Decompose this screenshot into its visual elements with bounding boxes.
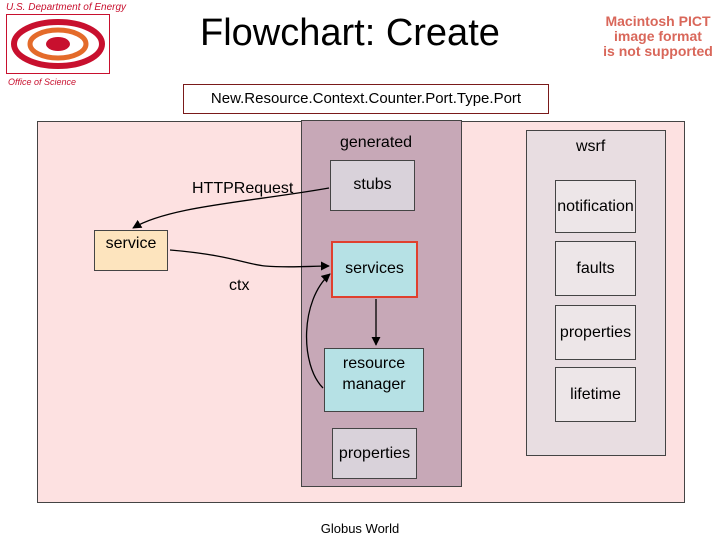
lifetime-box: lifetime: [555, 367, 636, 422]
notification-box: notification: [555, 180, 636, 233]
http-request-label: HTTPRequest: [192, 180, 294, 197]
lifetime-label: lifetime: [570, 386, 621, 403]
resource-manager-to-services-arrow: [305, 273, 331, 389]
wsrf-properties-label: properties: [559, 324, 632, 341]
stubs-label: stubs: [353, 176, 392, 193]
wsrf-properties-box: properties: [555, 305, 636, 360]
services-box: services: [331, 241, 418, 298]
service-box: service: [94, 230, 168, 271]
resource-manager-label-line: manager: [342, 376, 406, 393]
service-label: service: [105, 235, 157, 252]
generated-properties-box: properties: [332, 428, 417, 479]
resource-manager-box: resource manager: [324, 348, 424, 412]
pict-notice-line: is not supported: [603, 43, 713, 59]
http-request-arrow: [132, 187, 330, 229]
pict-unsupported-notice: Macintosh PICT image format is not suppo…: [596, 14, 720, 59]
office-label: Office of Science: [8, 77, 77, 87]
ctx-label: ctx: [229, 277, 250, 294]
office-of-science-logo: [5, 13, 111, 75]
generated-label: generated: [340, 134, 413, 151]
faults-box: faults: [555, 241, 636, 296]
faults-label: faults: [576, 260, 615, 277]
pict-notice-line: Macintosh PICT: [605, 13, 711, 29]
ctx-arrow: [169, 249, 330, 271]
notification-label: notification: [557, 198, 634, 215]
generated-properties-label: properties: [338, 445, 411, 462]
resource-manager-label-line: resource: [342, 355, 406, 372]
services-label: services: [345, 260, 404, 277]
wsrf-label: wsrf: [576, 138, 606, 155]
pict-notice-line: image format: [614, 28, 702, 44]
port-type-box: New.Resource.Context.Counter.Port.Type.P…: [183, 84, 549, 114]
footer-text: Globus World: [320, 521, 400, 536]
page-title: Flowchart: Create: [200, 12, 500, 54]
department-label: U.S. Department of Energy: [6, 2, 127, 13]
stubs-box: stubs: [330, 160, 415, 211]
